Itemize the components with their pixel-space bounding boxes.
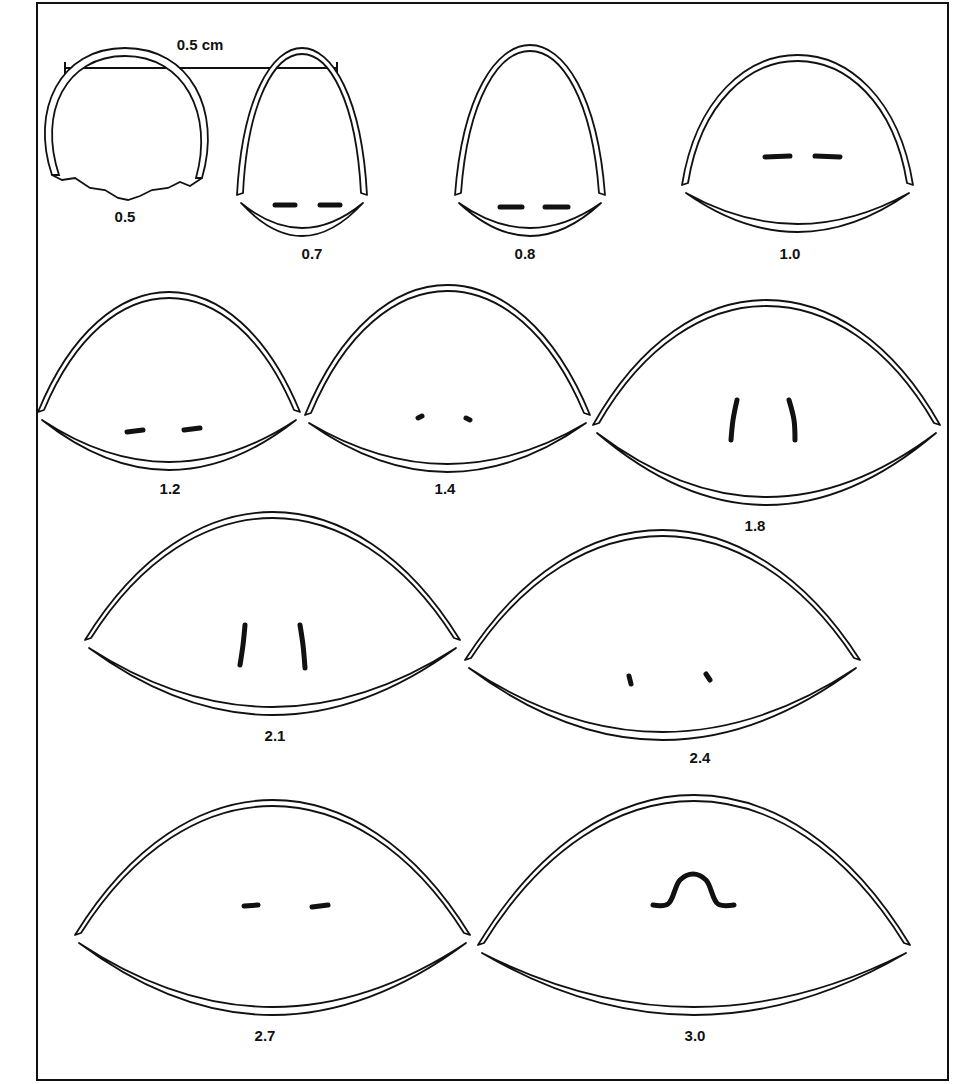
depth-label: 1.2 (160, 480, 181, 497)
depth-label: 2.4 (690, 749, 711, 766)
shell-section (593, 300, 940, 505)
tissue-mark (815, 156, 840, 157)
depth-label: 1.0 (780, 245, 801, 262)
shell-section (478, 795, 910, 1015)
tissue-mark (418, 416, 422, 418)
tissue-mark (466, 418, 470, 420)
shell-section (465, 530, 860, 740)
depth-label: 0.8 (515, 245, 536, 262)
tissue-mark (629, 676, 631, 684)
depth-label: 0.7 (302, 245, 323, 262)
shell-section (237, 48, 367, 236)
tissue-mark (300, 625, 305, 668)
tissue-mark (184, 428, 200, 430)
tissue-mark (240, 625, 245, 665)
scale-label: 0.5 cm (177, 36, 224, 53)
shell-section (305, 285, 590, 472)
depth-label: 1.8 (745, 517, 766, 534)
tissue-mark (320, 203, 340, 208)
depth-label: 2.7 (255, 1027, 276, 1044)
shell-section (38, 292, 300, 470)
tissue-mark (312, 905, 328, 907)
tissue-mark (653, 874, 734, 906)
shell-section (45, 48, 208, 200)
tissue-mark (244, 905, 258, 906)
depth-label: 2.1 (265, 727, 286, 744)
shell-section (75, 800, 470, 1015)
depth-label: 1.4 (435, 480, 456, 497)
shell-section (455, 45, 605, 236)
figure-frame (37, 3, 948, 1080)
shell-section (682, 55, 913, 232)
shell-section (85, 512, 460, 715)
tissue-mark (127, 430, 143, 432)
tissue-mark (275, 203, 295, 208)
tissue-mark (731, 400, 737, 440)
scale-bar (65, 62, 337, 74)
depth-label: 0.5 (115, 208, 136, 225)
tissue-mark (500, 205, 522, 210)
tissue-mark (789, 400, 795, 440)
tissue-mark (706, 674, 710, 680)
tissue-mark (545, 205, 568, 210)
depth-label: 3.0 (685, 1027, 706, 1044)
tissue-mark (765, 156, 790, 157)
